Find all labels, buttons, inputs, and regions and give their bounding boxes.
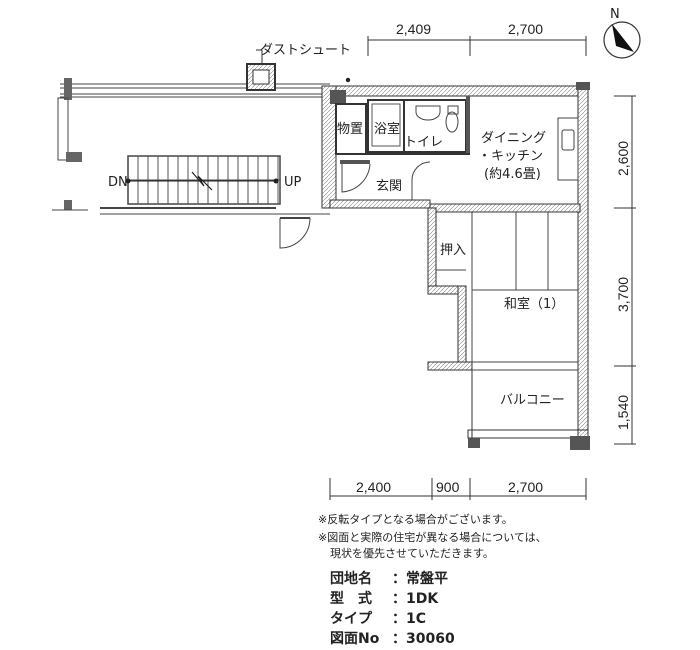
entrance-label: 玄関 <box>376 179 402 194</box>
north-label: N <box>610 7 620 22</box>
info-value: ：1DK <box>392 591 439 607</box>
north-compass-icon <box>603 21 641 59</box>
corridor <box>52 78 330 215</box>
stair-arrows <box>125 171 279 191</box>
info-value: ：30060 <box>392 631 455 647</box>
info-value: ：1C <box>392 611 427 627</box>
dust-chute-label: ダストシュート <box>260 43 351 58</box>
closet-label: 押入 <box>440 243 466 258</box>
bath-label: 浴室 <box>374 121 400 137</box>
info-value: ：常盤平 <box>392 571 448 587</box>
dim-right-2: 3,700 <box>615 277 631 312</box>
balcony-label: バルコニー <box>500 393 565 408</box>
right-dimensions <box>614 95 636 445</box>
dim-bottom-2: 900 <box>436 479 460 495</box>
note-3: 現状を優先させていただきます。 <box>330 547 494 560</box>
info-key: 団地名 <box>330 571 372 587</box>
note-2: ※図面と実際の住宅が異なる場合については、 <box>318 531 547 544</box>
stair-up-label: UP <box>284 175 302 190</box>
dim-right-1: 2,600 <box>615 141 631 176</box>
dining-kitchen-label-1: ダイニング <box>481 131 546 146</box>
unit-walls <box>321 82 590 450</box>
marker-dot <box>345 77 351 83</box>
info-row-estate: 団地名 ：常盤平 <box>330 568 448 588</box>
storage-label: 物置 <box>337 122 363 137</box>
dim-bottom-3: 2,700 <box>508 479 543 495</box>
info-key: タイプ <box>330 611 372 627</box>
info-key: 図面No <box>330 631 380 647</box>
dim-bottom-1: 2,400 <box>356 479 391 495</box>
interior-partitions <box>279 96 579 371</box>
dim-top-1: 2,409 <box>396 21 431 37</box>
info-row-drawing-no: 図面No ：30060 <box>330 628 455 648</box>
washitsu-label: 和室（1） <box>504 296 564 312</box>
dim-right-3: 1,540 <box>615 395 631 430</box>
info-row-type: 型 式 ：1DK <box>330 588 438 608</box>
dim-top-2: 2,700 <box>508 21 543 37</box>
info-row-variant: タイプ ：1C <box>330 608 426 628</box>
info-key: 型 式 <box>330 591 372 607</box>
dining-kitchen-label-2: ・キッチン <box>478 149 543 164</box>
bottom-dimensions <box>329 478 587 500</box>
dining-kitchen-label-3: (約4.6畳) <box>484 167 541 182</box>
dust-chute <box>246 49 276 91</box>
note-1: ※反転タイプとなる場合がございます。 <box>318 513 513 526</box>
top-dimensions <box>367 36 587 56</box>
toilet-label: トイレ <box>404 135 443 150</box>
stair-down-label: DN <box>108 175 128 190</box>
